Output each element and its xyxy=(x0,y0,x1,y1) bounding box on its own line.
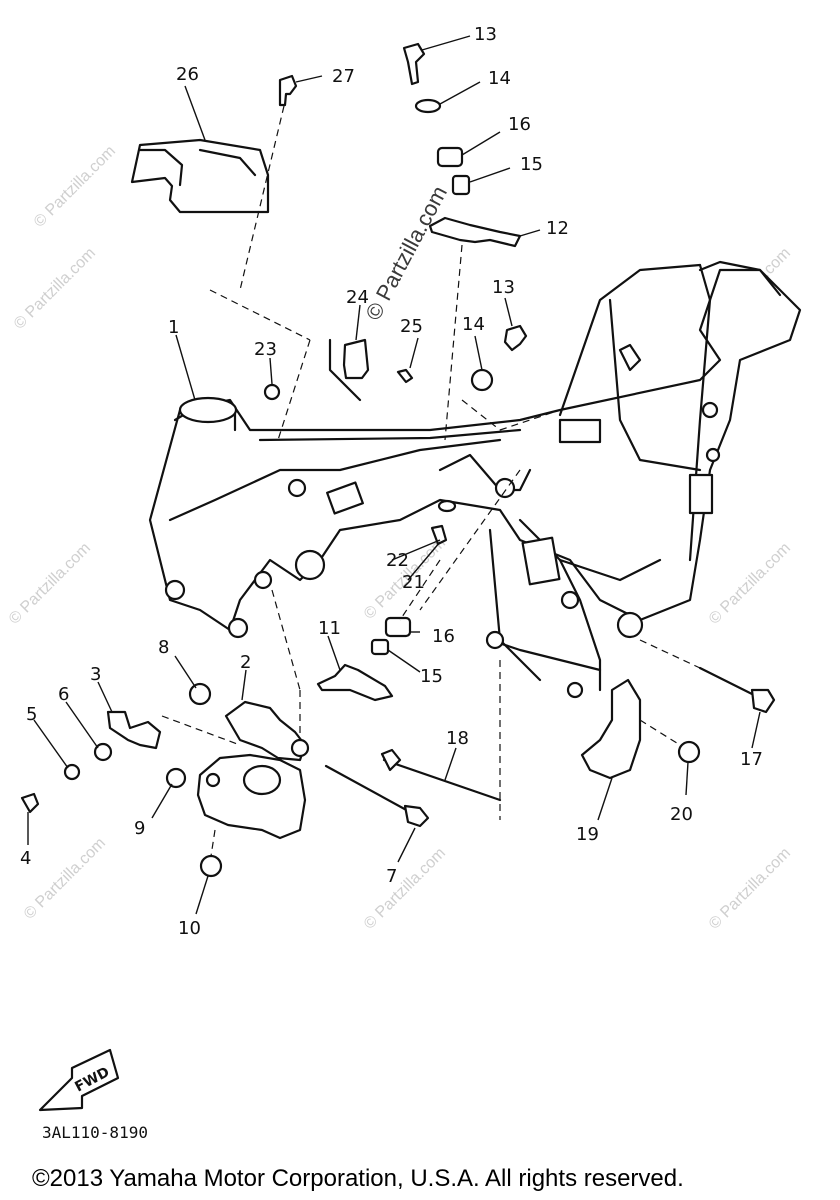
callout-4: 4 xyxy=(20,848,31,869)
bolt-part-25 xyxy=(396,368,414,384)
callout-16-top: 16 xyxy=(508,114,531,135)
drawing-code: 3AL110-8190 xyxy=(42,1123,148,1142)
watermark-center: © Partzilla.com xyxy=(360,182,452,325)
callout-15-mid: 15 xyxy=(420,666,443,687)
callout-6: 6 xyxy=(58,684,69,705)
callout-27: 27 xyxy=(332,66,355,87)
watermark: © Partzilla.com xyxy=(706,540,794,628)
bracket-part-19 xyxy=(580,678,642,780)
main-frame xyxy=(148,260,802,699)
bushing-part-16-mid xyxy=(384,616,412,638)
callout-14-mid: 14 xyxy=(462,314,485,335)
bolt-part-7 xyxy=(324,764,412,814)
bushing-part-16-top xyxy=(436,146,464,168)
callout-23: 23 xyxy=(254,339,277,360)
callout-11: 11 xyxy=(318,618,341,639)
watermark: © Partzilla.com xyxy=(21,835,109,923)
callout-1: 1 xyxy=(168,317,179,338)
mount-part-2 xyxy=(196,700,310,840)
callout-22: 22 xyxy=(386,550,409,571)
watermark: © Partzilla.com xyxy=(6,540,94,628)
callout-3: 3 xyxy=(90,664,101,685)
collar-part-15-top xyxy=(451,174,471,196)
bolt-part-17 xyxy=(698,666,762,700)
nut-part-8 xyxy=(188,682,212,706)
nut-part-10 xyxy=(199,854,223,878)
nut-part-20 xyxy=(677,740,701,764)
washer-part-22 xyxy=(437,499,457,513)
callout-8: 8 xyxy=(158,637,169,658)
bolt-part-21 xyxy=(430,524,448,546)
callout-24: 24 xyxy=(346,287,369,308)
callout-13-mid: 13 xyxy=(492,277,515,298)
callout-13-top: 13 xyxy=(474,24,497,45)
callout-16-mid: 16 xyxy=(432,626,455,647)
callout-19: 19 xyxy=(576,824,599,845)
callout-10: 10 xyxy=(178,918,201,939)
cover-part-26 xyxy=(130,138,270,214)
fwd-arrow-icon: FWD xyxy=(38,1048,120,1112)
watermark: © Partzilla.com xyxy=(11,245,99,333)
bracket-part-12 xyxy=(428,216,522,248)
nut-part-9 xyxy=(165,767,187,789)
callout-7: 7 xyxy=(386,866,397,887)
bracket-part-3 xyxy=(106,710,162,750)
watermark: © Partzilla.com xyxy=(361,845,449,933)
hardware xyxy=(20,42,776,878)
callout-18: 18 xyxy=(446,728,469,749)
callout-14-top: 14 xyxy=(488,68,511,89)
copyright-footer: ©2013 Yamaha Motor Corporation, U.S.A. A… xyxy=(32,1165,684,1192)
washer-part-14-top xyxy=(414,98,442,114)
leader-lines xyxy=(27,35,761,915)
bolt-part-27 xyxy=(278,74,298,107)
watermark: © Partzilla.com xyxy=(31,143,119,231)
callout-25: 25 xyxy=(400,316,423,337)
callout-17: 17 xyxy=(740,749,763,770)
bolt-part-18 xyxy=(382,758,502,802)
callout-15-top: 15 xyxy=(520,154,543,175)
washer-part-6 xyxy=(93,742,113,762)
callouts: 1 2 3 4 5 6 7 8 9 10 11 12 13 13 14 14 1… xyxy=(20,24,763,939)
callout-9: 9 xyxy=(134,818,145,839)
callout-20: 20 xyxy=(670,804,693,825)
callout-12: 12 xyxy=(546,218,569,239)
bracket-part-11 xyxy=(316,663,394,702)
collar-part-15-mid xyxy=(370,638,390,656)
nut-part-23 xyxy=(263,383,281,401)
bolt-part-13-top xyxy=(402,42,426,86)
callout-26: 26 xyxy=(176,64,199,85)
watermark: © Partzilla.com xyxy=(706,845,794,933)
callout-2: 2 xyxy=(240,652,251,673)
callout-5: 5 xyxy=(26,704,37,725)
nut-part-5 xyxy=(63,763,81,781)
bracket-part-24 xyxy=(328,338,370,402)
callout-21: 21 xyxy=(402,572,425,593)
bolt-part-4 xyxy=(20,792,40,814)
bolt-part-13-mid xyxy=(503,324,528,352)
nut-part-14-mid xyxy=(470,368,494,392)
